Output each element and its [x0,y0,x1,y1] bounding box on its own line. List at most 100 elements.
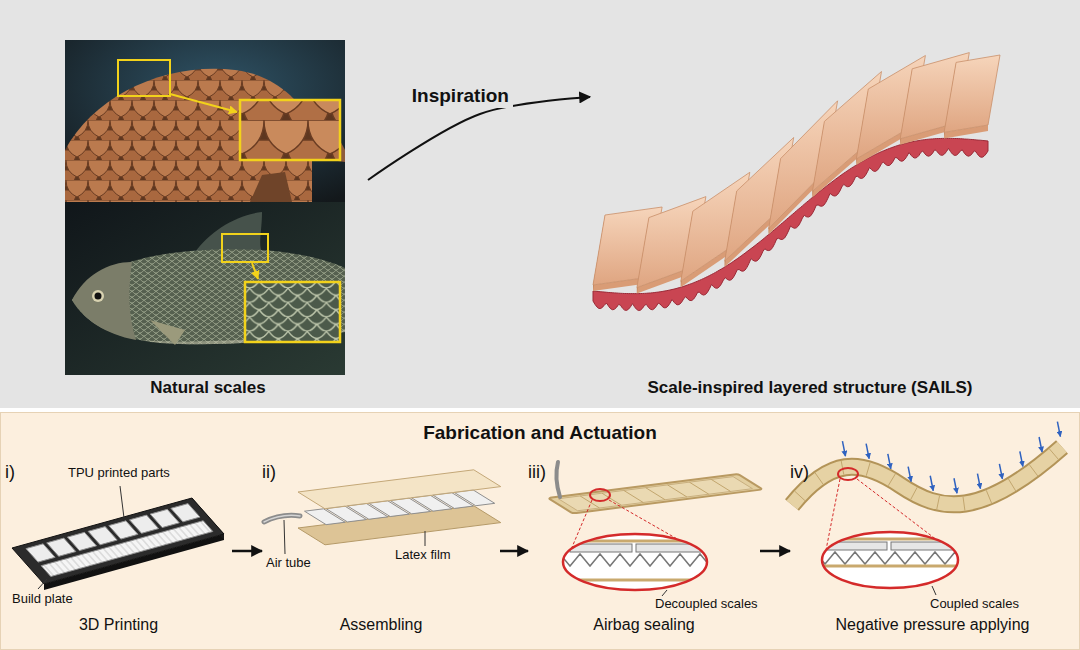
arrow-connector [232,550,262,553]
fish-photo [72,262,136,340]
actuated-airbag-illustration [930,476,933,491]
pangolin-photo [240,100,340,160]
fish-photo [72,249,345,344]
arrow-connector [760,550,790,553]
actuated-airbag-illustration [815,565,965,568]
airbag-illustration [560,554,710,566]
actuated-airbag-illustration [792,422,1062,595]
fish-photo [245,282,340,342]
assembly-illustration [425,531,426,546]
step-caption: Negative pressure applying [836,615,1030,634]
pangolin-photo [65,40,345,202]
actuated-airbag-illustration [838,468,858,480]
fish-photo [95,293,102,300]
bottom-panel [1,413,1080,650]
connector-layer [232,97,790,551]
panel-heading: Fabrication and Actuation [423,422,657,445]
actuated-airbag-illustration [842,441,845,456]
build-plate-illustration [12,498,224,584]
airbag-illustration [560,530,710,595]
fish-photo [252,263,258,279]
actuated-airbag-illustration [792,447,1062,505]
step-caption: Airbag sealing [593,615,694,634]
actuated-airbag-illustration [815,528,965,593]
arrow-connector [368,97,590,180]
airbag-illustration [580,479,730,508]
actuated-airbag-illustration [937,496,940,510]
actuated-airbag-illustration [954,478,957,493]
fish-photo [65,202,345,375]
step-number: ii) [262,462,276,484]
actuated-airbag-illustration [1008,479,1015,491]
actuated-airbag-illustration [1049,449,1058,460]
callout-label: Build plate [12,592,73,607]
top-panel [0,0,1080,408]
callout-label: TPU printed parts [68,466,170,481]
sails-render [944,55,1000,132]
callout-label: Coupled scales [930,597,1019,612]
step-panel: ii) Assembling [262,462,500,640]
actuated-airbag-illustration [1057,422,1060,437]
photo-panel: Natural scales [48,40,368,400]
airbag-illustration [548,474,763,513]
step-caption: 3D Printing [79,615,158,634]
actuated-airbag-illustration [815,552,965,564]
actuated-airbag-illustration [888,454,891,469]
render-panel: Scale-inspired layered structure (SAILS) [590,40,1030,400]
airbag-illustration [548,462,763,596]
build-plate-illustration [38,579,47,589]
airbag-illustration [590,489,610,501]
build-plate-illustration [12,486,224,590]
actuated-airbag-illustration [977,474,980,489]
actuated-airbag-illustration [792,447,1062,505]
actuated-airbag-illustration [963,497,965,511]
actuated-airbag-illustration [1029,465,1037,476]
assembly-illustration [264,515,300,522]
arrow-connector [500,550,528,553]
actuated-airbag-illustration [888,474,895,486]
build-plate-illustration [12,498,224,584]
step-panel: iii) Airbag sealing [528,462,760,640]
step-panel: iv) Negative pressure applying [790,462,1075,640]
actuated-airbag-illustration [795,491,805,500]
airbag-illustration [563,534,707,590]
step-number: i) [5,462,15,484]
fish-photo [92,290,104,302]
build-plate-illustration [120,486,124,518]
airbag-illustration [558,477,752,511]
fish-photo [65,202,345,375]
build-plate-illustration [171,504,200,522]
pangolin-photo [170,94,237,112]
step-number: iii) [528,462,546,484]
actuated-airbag-illustration [866,462,870,475]
actuated-airbag-illustration [911,487,918,499]
actuated-airbag-illustration [999,464,1002,479]
pangolin-photo [65,40,345,202]
edge-label: Inspiration [408,85,513,108]
airbag-illustration [662,590,667,596]
assembly-illustration [264,515,300,522]
step-caption: Assembling [340,615,423,634]
pangolin-photo [118,60,170,96]
assembly-illustration [284,520,285,554]
callout-label: Air tube [266,556,311,571]
actuated-airbag-illustration [866,444,869,459]
actuated-airbag-illustration [1039,437,1042,452]
figure-caption: Scale-inspired layered structure (SAILS) [648,378,973,398]
pangolin-photo [250,172,292,202]
actuated-airbag-illustration [1020,451,1023,466]
assembly-illustration [264,470,501,554]
sails-render [593,53,1000,311]
actuated-airbag-illustration [932,586,936,595]
actuated-airbag-illustration [986,490,991,503]
step-panel: i) 3D Printing [5,462,232,640]
actuated-airbag-illustration [815,473,823,484]
fish-photo [195,212,262,252]
actuated-airbag-illustration [815,538,965,541]
step-number: iv) [790,462,809,484]
actuated-airbag-illustration [908,467,911,482]
figure-caption: Natural scales [150,378,265,398]
airbag-illustration [548,474,763,513]
